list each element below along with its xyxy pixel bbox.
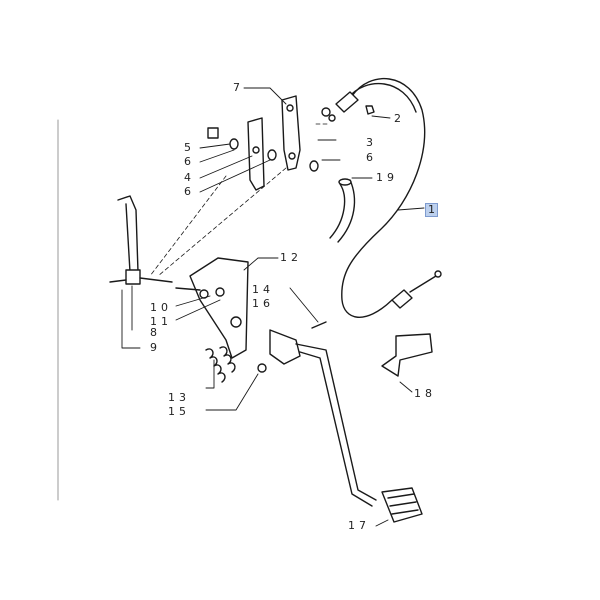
callout-5: 5: [184, 141, 195, 154]
callout-15: 15: [168, 405, 190, 418]
callout-19: 19: [376, 171, 398, 184]
callout-9: 9: [150, 341, 161, 354]
nut-5: [207, 127, 219, 139]
callout-6: 6: [366, 151, 377, 164]
callout-18: 18: [414, 387, 436, 400]
throttle-cable: [321, 77, 442, 318]
callout-16: 16: [252, 297, 274, 310]
washer-6c: [309, 160, 319, 172]
callout-13: 13: [168, 391, 190, 404]
callout-14: 14: [252, 283, 274, 296]
callout-4: 4: [184, 171, 195, 184]
callout-2: 2: [394, 112, 405, 125]
callout-7: 7: [233, 81, 244, 94]
pedal-arm: [257, 321, 423, 523]
pedal-bracket: [175, 257, 249, 359]
washer-3: [328, 114, 336, 122]
callout-12: 12: [280, 251, 302, 264]
hand-lever: [109, 195, 173, 285]
washer-6a: [229, 138, 239, 150]
hose: [329, 179, 356, 243]
callout-1-highlighted: 1: [425, 203, 438, 217]
lever-plate: [247, 117, 265, 191]
callout-8: 8: [150, 326, 161, 339]
alignment-lines: [149, 123, 331, 277]
callout-17: 17: [348, 519, 370, 532]
nut-2: [365, 105, 375, 115]
callout-3: 3: [366, 136, 377, 149]
callout-10: 10: [150, 301, 172, 314]
support-bracket: [281, 95, 301, 171]
callout-6: 6: [184, 155, 195, 168]
mount-bracket: [381, 333, 433, 377]
callout-11: 11: [150, 315, 172, 328]
callout-6: 6: [184, 185, 195, 198]
washer-6b: [267, 149, 277, 161]
leader-lines: [121, 87, 425, 527]
